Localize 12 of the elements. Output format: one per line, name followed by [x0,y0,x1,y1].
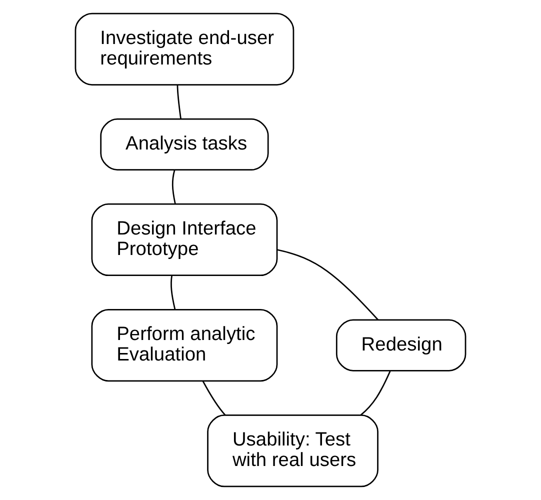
connector [170,275,176,310]
node-box: Redesign [336,319,466,372]
node-box: Usability: Test with real users [207,414,378,488]
node-box: Analysis tasks [100,118,269,170]
connector [202,380,226,416]
connector [172,170,176,204]
node-box: Investigate end-user requirements [74,12,294,86]
connector [176,84,182,120]
node-box: Perform analytic Evaluation [91,308,278,382]
connector [360,370,391,416]
connector [277,249,379,320]
node-box: Design Interface Prototype [91,203,278,276]
